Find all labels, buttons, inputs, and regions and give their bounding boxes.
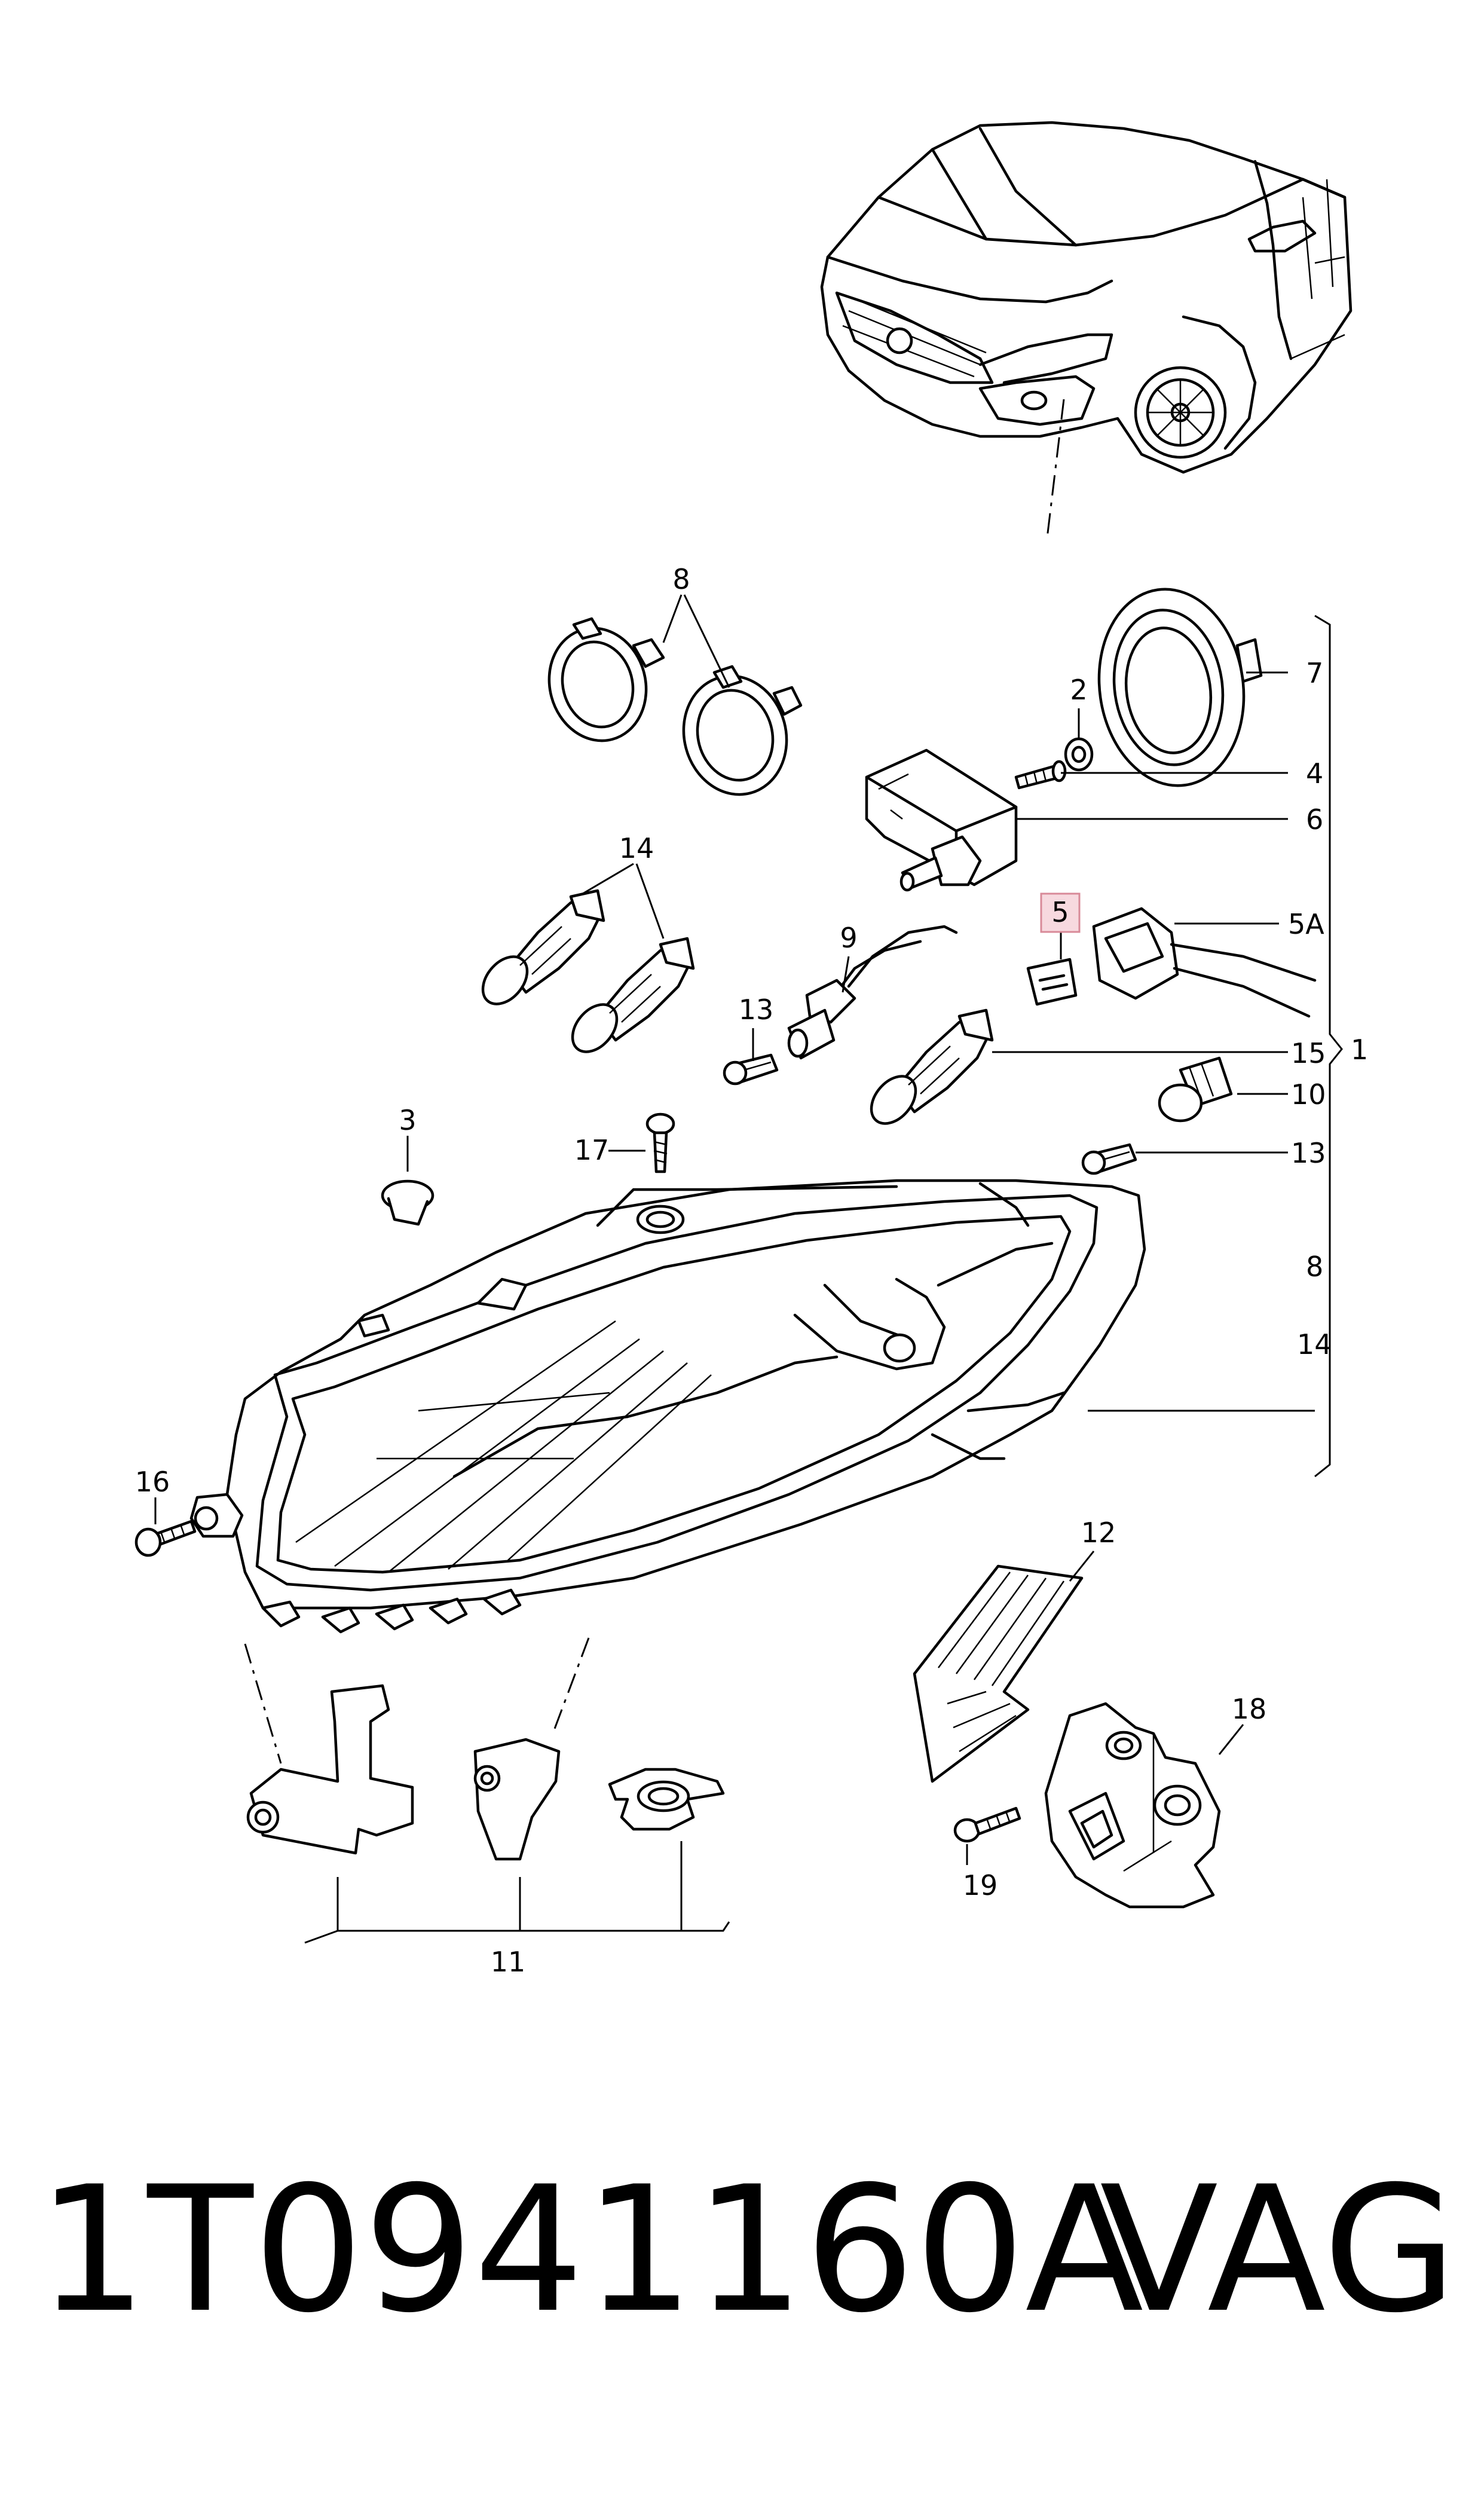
part-18-repair-bracket <box>1044 1702 1221 1909</box>
part-15-bulb <box>870 1008 994 1125</box>
part-10-socket <box>1158 1056 1233 1123</box>
label-8-top: 8 <box>672 563 690 595</box>
part-5-clip <box>1026 958 1078 1006</box>
part-19-screw <box>953 1806 1021 1843</box>
part-7-cover-cap <box>1097 588 1263 787</box>
label-15: 15 <box>1291 1037 1326 1069</box>
part-8-trim-rings <box>547 617 803 796</box>
brand-name: VAG <box>1100 2150 1457 2351</box>
part-12-protective-film <box>913 1564 1084 1783</box>
part-11-mounting-brackets <box>246 1684 725 1861</box>
car-to-headlight-leader <box>1046 399 1065 539</box>
label-17: 17 <box>574 1134 610 1166</box>
part-13-small-bulb-right <box>1081 1143 1137 1175</box>
label-2: 2 <box>1070 674 1087 706</box>
part-4-screw <box>1014 760 1067 790</box>
label-6: 6 <box>1306 803 1323 836</box>
part-2-nut <box>1064 737 1094 772</box>
part-16-screw <box>134 1520 197 1557</box>
label-5-highlight <box>1040 892 1081 933</box>
label-13-left: 13 <box>739 993 774 1026</box>
car-front-illustration <box>820 121 1353 474</box>
leader-to-bracket-middle <box>552 1637 590 1734</box>
headlight-assembly <box>189 1179 1146 1634</box>
part-6-adjuster-motor <box>865 748 1018 892</box>
label-14-side: 14 <box>1297 1328 1332 1361</box>
callout-labels: 8 2 7 4 6 14 5 5A 9 13 15 1 10 13 3 17 8… <box>135 563 1369 1978</box>
part-9-wiring-harness <box>787 925 958 1060</box>
label-14-top: 14 <box>619 832 654 864</box>
label-13-right: 13 <box>1291 1137 1326 1169</box>
label-7: 7 <box>1306 657 1323 689</box>
label-19: 19 <box>963 1869 998 1901</box>
label-9: 9 <box>840 922 857 954</box>
group-1-bracket <box>1314 615 1343 1478</box>
leader-to-bracket-left <box>244 1643 282 1764</box>
part-number: 1T0941160A <box>37 2150 1144 2351</box>
part-17-screw <box>645 1112 675 1173</box>
label-12: 12 <box>1081 1517 1116 1549</box>
leader-lines <box>154 594 1315 1865</box>
part-13-small-bulb-left <box>723 1053 779 1086</box>
label-10: 10 <box>1291 1078 1326 1111</box>
part-5a-connector <box>1092 907 1317 1018</box>
part-3-plug <box>381 1179 435 1226</box>
label-16: 16 <box>135 1466 170 1498</box>
label-8-side: 8 <box>1306 1251 1323 1283</box>
label-5: 5 <box>1051 896 1069 928</box>
part-11-bracket-group-lines <box>304 1841 730 1944</box>
label-4: 4 <box>1306 757 1323 790</box>
label-3: 3 <box>399 1104 416 1136</box>
label-5a: 5A <box>1288 908 1324 940</box>
part-14-bulbs <box>481 889 695 1053</box>
label-11: 11 <box>491 1946 526 1978</box>
label-1: 1 <box>1351 1034 1368 1066</box>
label-18: 18 <box>1232 1693 1267 1725</box>
